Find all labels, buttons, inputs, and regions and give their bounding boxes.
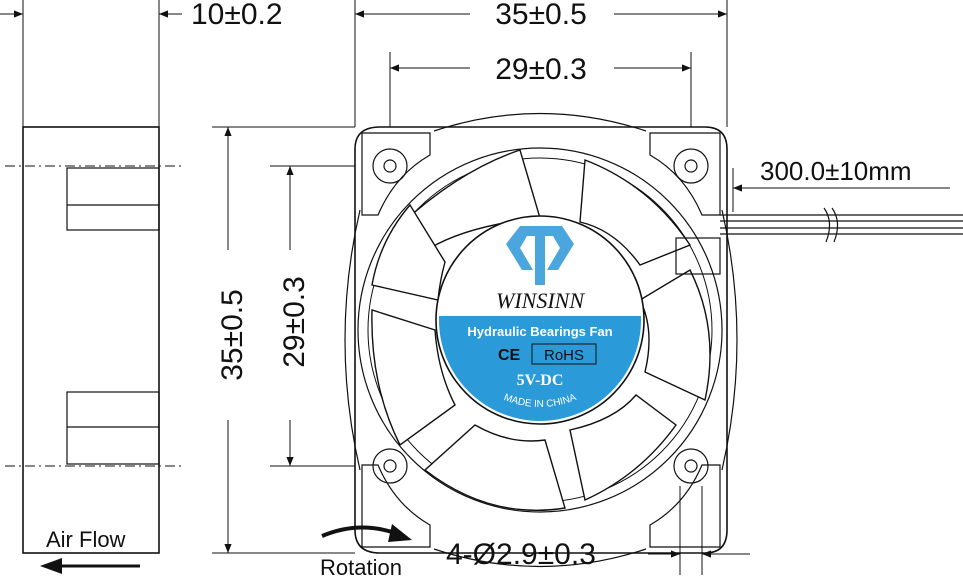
hub-voltage: 5V-DC — [517, 372, 564, 389]
rotation-label: Rotation — [320, 555, 402, 580]
hole-diameter-dimension: 4-Ø2.9±0.3 — [446, 538, 596, 571]
side-view-frame — [22, 126, 160, 554]
fan-blades — [371, 149, 711, 511]
air-flow-label: Air Flow — [46, 527, 126, 552]
thickness-dimension: 10±0.2 — [191, 0, 283, 31]
front-view — [344, 112, 738, 568]
rohs-mark: RoHS — [544, 347, 584, 364]
cable — [720, 207, 963, 243]
mounting-hole-top-right — [673, 148, 709, 184]
fan-shroud-ring — [357, 147, 723, 513]
mounting-hole-top-left — [372, 148, 408, 184]
side-view-lower-slot — [66, 391, 160, 465]
cable-strain-relief — [675, 237, 721, 275]
hole-diameter-dimension-lines — [648, 486, 750, 575]
cable-length-dimension: 300.0±10mm — [760, 156, 912, 186]
hub-brand: WINSINN — [496, 288, 585, 313]
hole-spacing-height-dimension: 29±0.3 — [278, 276, 311, 368]
side-view-upper-slot — [66, 167, 160, 231]
cable-length-dimension-lines — [732, 168, 950, 212]
side-view — [0, 0, 182, 554]
mounting-hole-bottom-left — [372, 448, 408, 484]
arrow-left-icon — [40, 558, 140, 574]
mounting-hole-bottom-right — [673, 448, 709, 484]
curved-arrow-icon — [321, 524, 412, 542]
hole-spacing-width-dimension: 29±0.3 — [495, 53, 587, 86]
outer-width-dimension: 35±0.5 — [495, 0, 587, 31]
hub-product: Hydraulic Bearings Fan — [467, 324, 612, 339]
ce-mark: CE — [498, 347, 521, 364]
outer-height-dimension: 35±0.5 — [216, 289, 249, 381]
winsinn-logo-icon — [506, 226, 574, 285]
